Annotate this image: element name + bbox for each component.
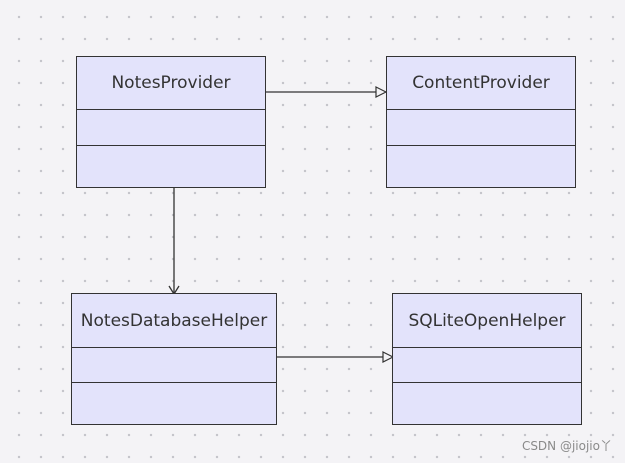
watermark-text: CSDN @jiojio丫 [521,439,612,453]
class-name: SQLiteOpenHelper [393,294,581,348]
class-attributes [72,348,276,383]
class-attributes [393,348,581,383]
class-name: ContentProvider [387,57,575,110]
class-attributes [77,110,265,146]
class-name: NotesDatabaseHelper [72,294,276,348]
class-name: NotesProvider [77,57,265,110]
class-notes-database-helper[interactable]: NotesDatabaseHelper [71,293,277,425]
class-notes-provider[interactable]: NotesProvider [76,56,266,188]
class-content-provider[interactable]: ContentProvider [386,56,576,188]
class-attributes [387,110,575,146]
class-sqlite-open-helper[interactable]: SQLiteOpenHelper [392,293,582,425]
